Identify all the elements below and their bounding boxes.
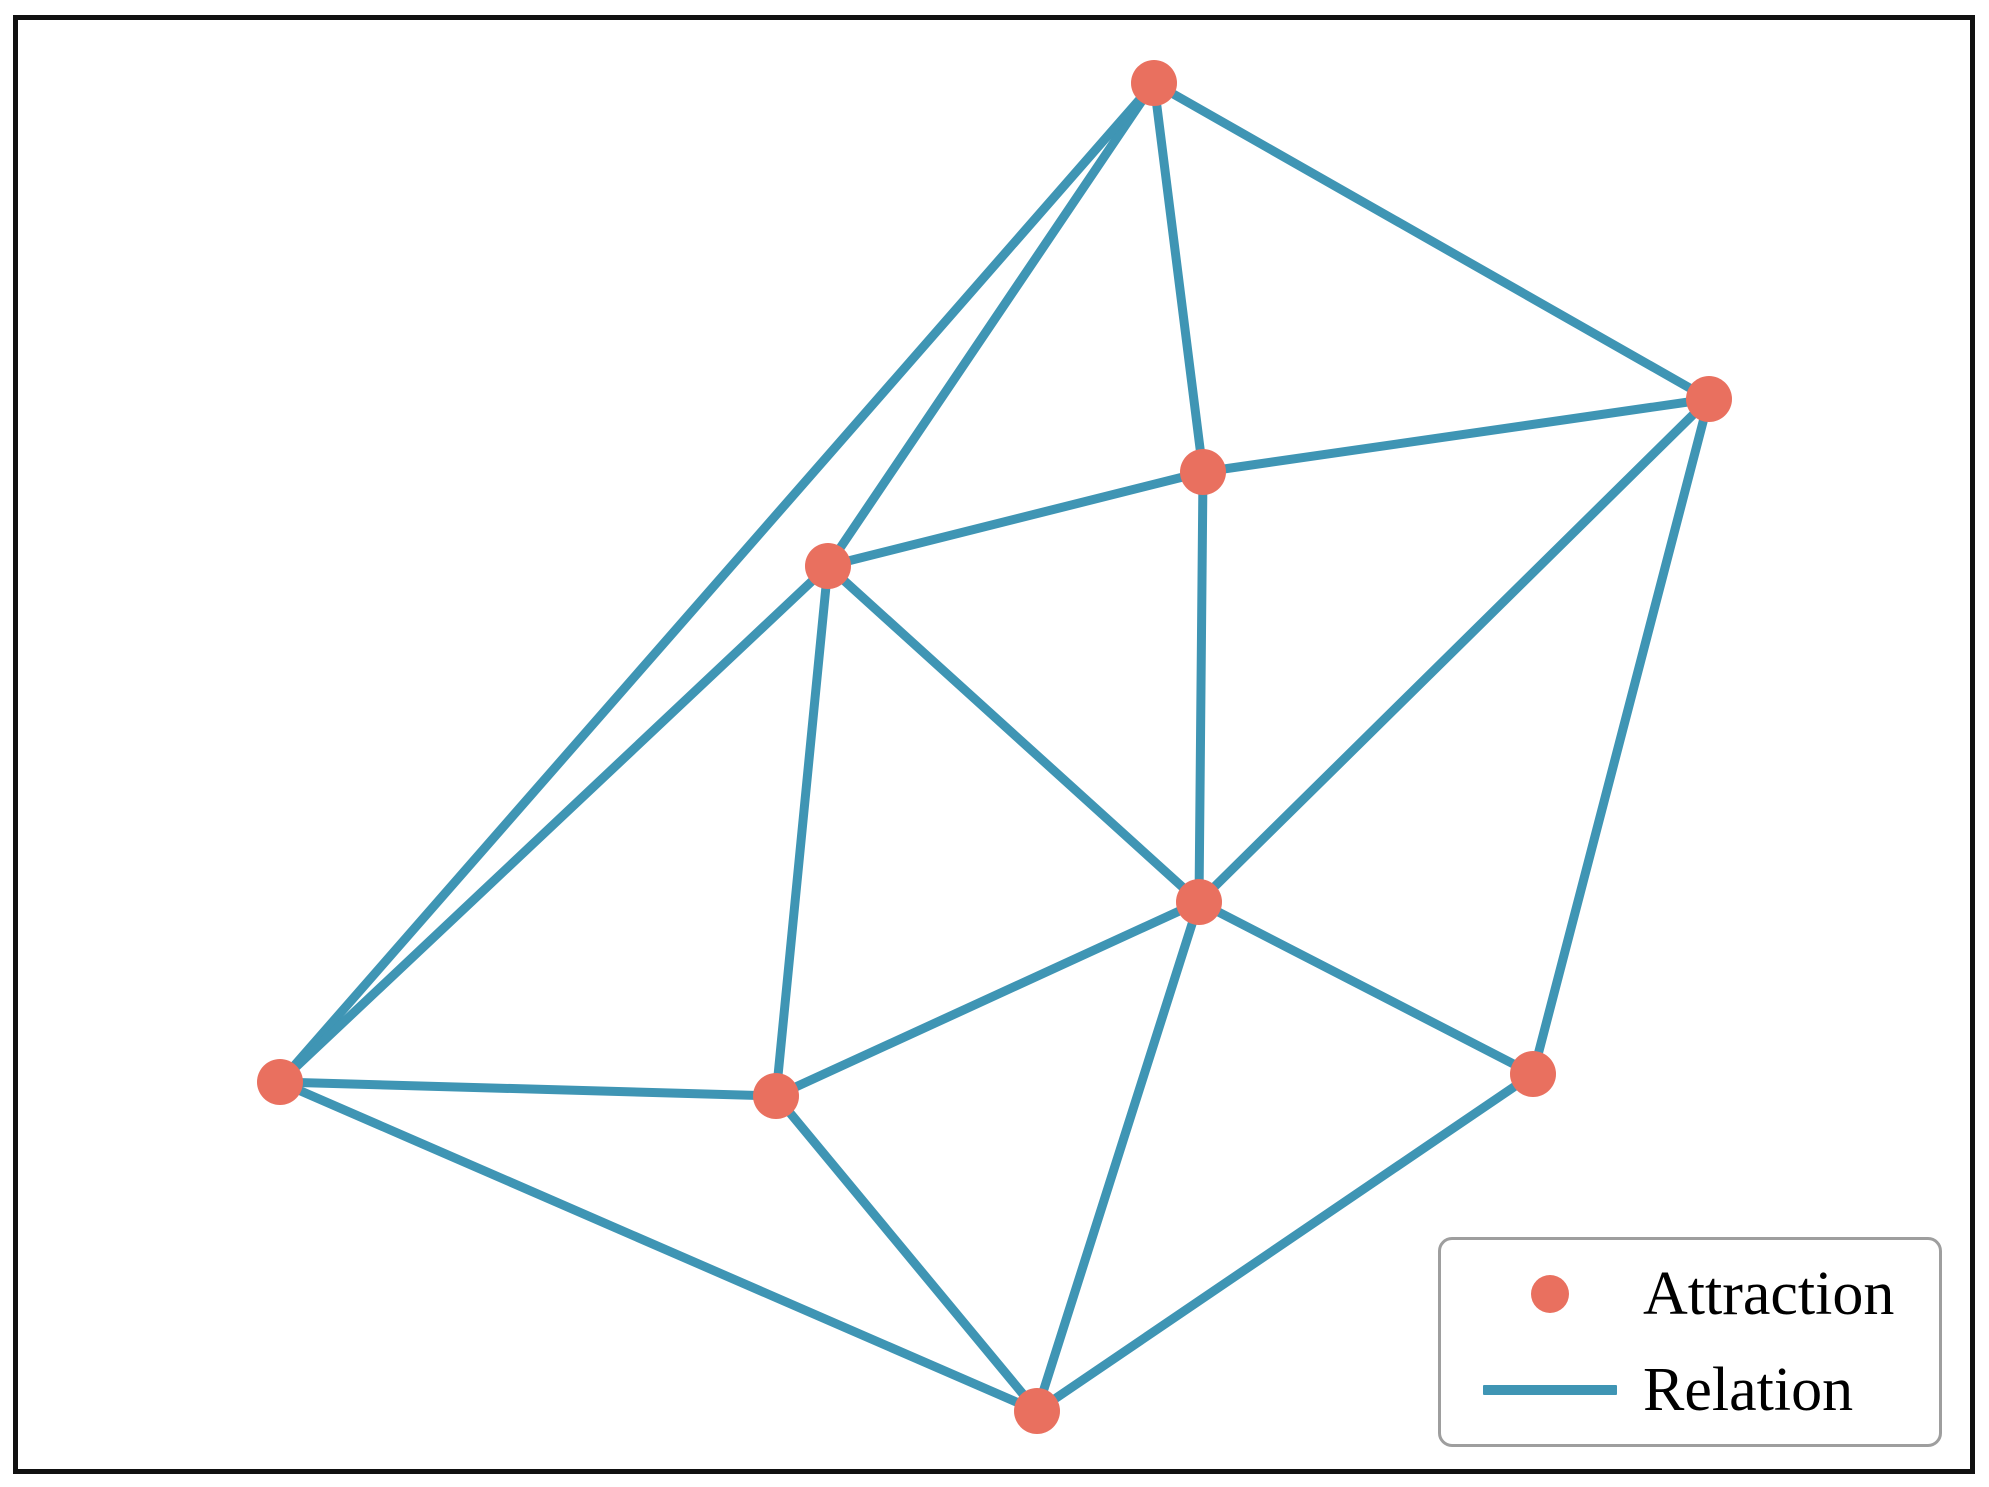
graph-node[interactable] [753, 1073, 799, 1119]
relation-marker-icon [1475, 1385, 1625, 1395]
graph-edge[interactable] [771, 897, 1204, 1101]
edges-layer [275, 78, 1714, 1416]
graph-edge[interactable] [823, 467, 1208, 571]
graph-edge[interactable] [1194, 394, 1714, 907]
graph-node[interactable] [1510, 1051, 1556, 1097]
graph-edge[interactable] [1032, 1069, 1538, 1416]
legend-item-attraction[interactable]: Attraction [1441, 1246, 1939, 1342]
graph-edge[interactable] [275, 78, 1159, 1087]
legend-label-relation: Relation [1643, 1356, 1854, 1424]
graph-edge[interactable] [771, 1091, 1042, 1416]
graph-node[interactable] [1180, 449, 1226, 495]
line-swatch [1483, 1385, 1617, 1395]
graph-node[interactable] [257, 1059, 303, 1105]
graph-edge[interactable] [275, 561, 833, 1087]
attraction-marker-icon [1475, 1275, 1625, 1313]
legend-box: Attraction Relation [1438, 1237, 1942, 1447]
graph-node[interactable] [1176, 879, 1222, 925]
graph-node[interactable] [1686, 376, 1732, 422]
figure-frame [13, 15, 1975, 1474]
graph-edge[interactable] [1149, 78, 1208, 477]
graph-edge[interactable] [1032, 897, 1204, 1416]
graph-node[interactable] [1131, 60, 1177, 106]
graph-node[interactable] [805, 543, 851, 589]
graph-edge[interactable] [771, 561, 833, 1101]
graph-edge[interactable] [1149, 78, 1714, 404]
graph-edge[interactable] [275, 1077, 781, 1101]
legend-label-attraction: Attraction [1643, 1260, 1895, 1328]
nodes-layer [257, 60, 1732, 1434]
graph-edge[interactable] [1528, 394, 1714, 1079]
dot-swatch [1531, 1275, 1569, 1313]
graph-edge[interactable] [823, 78, 1159, 571]
graph-node[interactable] [1014, 1388, 1060, 1434]
graph-edge[interactable] [1194, 897, 1538, 1079]
graph-edge[interactable] [1194, 467, 1208, 907]
graph-edge[interactable] [1198, 394, 1714, 477]
graph-edge[interactable] [823, 561, 1204, 907]
graph-edge[interactable] [275, 1077, 1042, 1416]
legend-item-relation[interactable]: Relation [1441, 1342, 1939, 1438]
